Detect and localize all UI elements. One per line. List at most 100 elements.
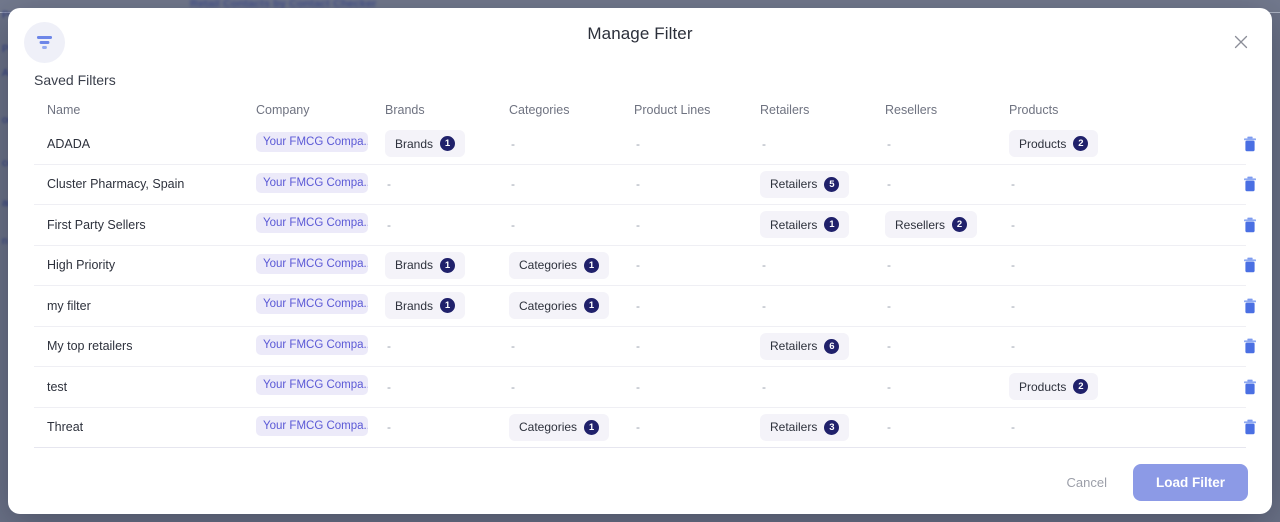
chip-count-badge: 1: [584, 257, 600, 273]
chip-count-badge: 1: [440, 257, 456, 273]
products-cell: -: [1009, 177, 1219, 191]
chip-count-badge: 1: [824, 217, 840, 233]
company-cell: Your FMCG Compa...: [256, 334, 385, 358]
column-header-resellers: Resellers: [885, 103, 938, 117]
company-cell: Your FMCG Compa...: [256, 172, 385, 196]
close-icon[interactable]: [1232, 33, 1250, 51]
chip-label: Retailers: [770, 217, 818, 232]
empty-value: -: [511, 339, 515, 354]
chip-label: Brands: [395, 298, 434, 313]
company-chip[interactable]: Your FMCG Compa...: [256, 253, 368, 274]
company-chip[interactable]: Your FMCG Compa...: [256, 132, 368, 153]
chip-label: Categories: [519, 258, 578, 273]
load-filter-button[interactable]: Load Filter: [1132, 463, 1248, 501]
resellers-cell: -: [885, 137, 1009, 151]
company-cell: Your FMCG Compa...: [256, 132, 385, 155]
resellers-cell: -: [885, 258, 1009, 272]
company-cell: Your FMCG Compa...: [256, 253, 385, 277]
empty-value: -: [636, 177, 640, 192]
chip-count-badge: 2: [1073, 379, 1089, 395]
trash-icon[interactable]: [1243, 338, 1257, 354]
chip-label: Products: [1019, 379, 1067, 394]
empty-value: -: [887, 177, 891, 192]
trash-icon[interactable]: [1243, 217, 1257, 233]
empty-value: -: [511, 217, 515, 232]
chip-label: Retailers: [770, 177, 818, 192]
empty-value: -: [636, 420, 640, 435]
chip-count-badge: 3: [824, 419, 840, 435]
empty-value: -: [636, 339, 640, 354]
chip-count-badge: 2: [952, 217, 968, 233]
company-chip[interactable]: Your FMCG Compa...: [256, 334, 368, 355]
trash-icon[interactable]: [1243, 136, 1257, 152]
trash-icon[interactable]: [1243, 419, 1257, 435]
retailers-chip[interactable]: Retailers 5: [760, 170, 850, 198]
dialog-title: Manage Filter: [587, 24, 693, 43]
trash-icon[interactable]: [1243, 257, 1257, 273]
products-cell: Products 2: [1009, 373, 1219, 401]
chip-count-badge: 5: [824, 176, 840, 192]
trash-icon[interactable]: [1243, 379, 1257, 395]
empty-value: -: [887, 136, 891, 151]
chip-count-badge: 2: [1073, 136, 1089, 152]
column-header-retailers: Retailers: [760, 103, 810, 117]
empty-value: -: [511, 177, 515, 192]
empty-value: -: [762, 379, 766, 394]
company-chip[interactable]: Your FMCG Compa...: [256, 294, 368, 315]
company-chip[interactable]: Your FMCG Compa...: [256, 415, 368, 436]
product-lines-cell: -: [634, 258, 760, 272]
saved-filters-table: Name Company Brands Categories Product L…: [8, 96, 1272, 448]
empty-value: -: [1011, 420, 1015, 435]
chip-label: Retailers: [770, 339, 818, 354]
products-cell: -: [1009, 339, 1219, 353]
brands-cell: -: [385, 177, 509, 191]
company-chip[interactable]: Your FMCG Compa...: [256, 213, 368, 234]
empty-value: -: [1011, 339, 1015, 354]
column-header-categories: Categories: [509, 103, 570, 117]
row-actions: [1219, 298, 1261, 314]
products-chip[interactable]: Products 2: [1009, 373, 1099, 401]
filter-name: First Party Sellers: [47, 217, 146, 232]
empty-value: -: [762, 258, 766, 273]
categories-cell: -: [509, 137, 634, 151]
products-cell: -: [1009, 299, 1219, 313]
trash-icon[interactable]: [1243, 176, 1257, 192]
retailers-cell: -: [760, 258, 885, 272]
retailers-chip[interactable]: Retailers 1: [760, 211, 850, 239]
categories-chip[interactable]: Categories 1: [509, 251, 610, 279]
brands-cell: -: [385, 420, 509, 434]
company-chip[interactable]: Your FMCG Compa...: [256, 172, 368, 193]
backdrop-left-item: Pr: [2, 10, 12, 21]
product-lines-cell: -: [634, 380, 760, 394]
categories-cell: -: [509, 177, 634, 191]
row-actions: [1219, 419, 1261, 435]
trash-icon[interactable]: [1243, 298, 1257, 314]
backdrop-left-item: od: [2, 115, 13, 126]
backdrop-left-item: A: [2, 68, 9, 79]
cancel-button[interactable]: Cancel: [1057, 469, 1117, 496]
company-chip[interactable]: Your FMCG Compa...: [256, 375, 368, 396]
